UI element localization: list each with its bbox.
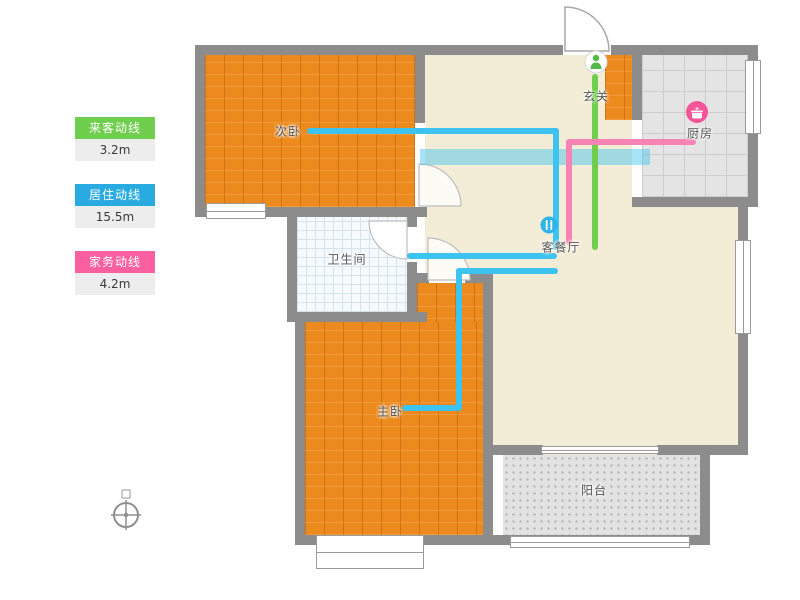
master-bedroom-door-arc xyxy=(427,237,471,281)
living-line-corridor-band xyxy=(420,149,650,165)
floor-entrance-cabinet xyxy=(605,55,632,120)
compass-icon xyxy=(111,489,141,530)
wall-outer-left xyxy=(195,45,205,217)
living-line-bathroom xyxy=(407,253,557,259)
entrance-door-arc xyxy=(564,6,610,52)
room-label-master-bedroom: 主卧 xyxy=(376,404,404,419)
window-living-right xyxy=(735,240,751,334)
legend-guest-line-label[interactable]: 来客动线 xyxy=(75,117,155,139)
room-label-second-bedroom: 次卧 xyxy=(274,124,302,139)
sliding-door-balcony xyxy=(541,446,659,454)
wall-top-right xyxy=(611,45,758,55)
room-label-living-dining: 客餐厅 xyxy=(541,240,581,255)
legend-chore-line-label[interactable]: 家务动线 xyxy=(75,251,155,273)
floor-kitchen xyxy=(642,55,748,197)
wall-kitchen-bottom xyxy=(632,197,758,207)
legend-living-line-label[interactable]: 居住动线 xyxy=(75,184,155,206)
wall-balcony-right xyxy=(700,445,710,545)
living-line-vertical-main xyxy=(553,128,559,250)
wall-bathroom-right-lower xyxy=(407,262,417,322)
floor-master-bedroom-main xyxy=(305,322,483,535)
window-second-bedroom xyxy=(206,203,266,219)
wall-top-left xyxy=(195,45,563,55)
chore-line-vertical xyxy=(566,139,572,245)
wall-master-right xyxy=(483,273,493,545)
living-line-vertical-master xyxy=(456,268,462,411)
window-balcony xyxy=(510,536,690,548)
floor-living-upper xyxy=(425,207,738,273)
wall-second-bedroom-right xyxy=(415,45,425,123)
wall-bottom xyxy=(295,535,710,545)
wall-bathroom-left xyxy=(287,207,297,322)
guest-line-vertical xyxy=(592,74,598,250)
bay-window-master xyxy=(316,535,424,569)
dining-marker-icon xyxy=(540,216,558,234)
bathroom-door-arc xyxy=(368,220,408,260)
room-label-kitchen: 厨房 xyxy=(686,126,714,141)
wall-master-left xyxy=(295,312,305,545)
wall-master-top-a xyxy=(417,273,429,283)
room-label-balcony: 阳台 xyxy=(580,483,608,498)
legend-guest-line-value: 3.2m xyxy=(75,139,155,161)
living-line-mid xyxy=(456,268,558,274)
second-bedroom-door-arc xyxy=(418,163,462,207)
wall-second-bedroom-bottom xyxy=(195,207,427,217)
cooking-pot-icon xyxy=(686,101,708,123)
room-label-entrance: 玄关 xyxy=(582,89,610,104)
legend-chore-line-value: 4.2m xyxy=(75,273,155,295)
room-label-bathroom: 卫生间 xyxy=(327,252,367,267)
person-icon xyxy=(584,50,608,74)
chore-line-horizontal xyxy=(566,139,696,145)
legend-living-line-value: 15.5m xyxy=(75,206,155,228)
wall-master-top-b xyxy=(465,273,493,283)
wall-bathroom-bottom xyxy=(287,312,427,322)
floor-balcony xyxy=(503,455,700,535)
living-line-master-bedroom xyxy=(402,405,460,411)
floor-living-lower xyxy=(493,273,738,455)
living-line-second-bedroom xyxy=(307,128,559,134)
wall-bathroom-right-upper xyxy=(407,217,417,227)
wall-balcony-top-a xyxy=(493,445,543,455)
wall-kitchen-left xyxy=(632,45,642,120)
window-kitchen xyxy=(745,60,761,134)
